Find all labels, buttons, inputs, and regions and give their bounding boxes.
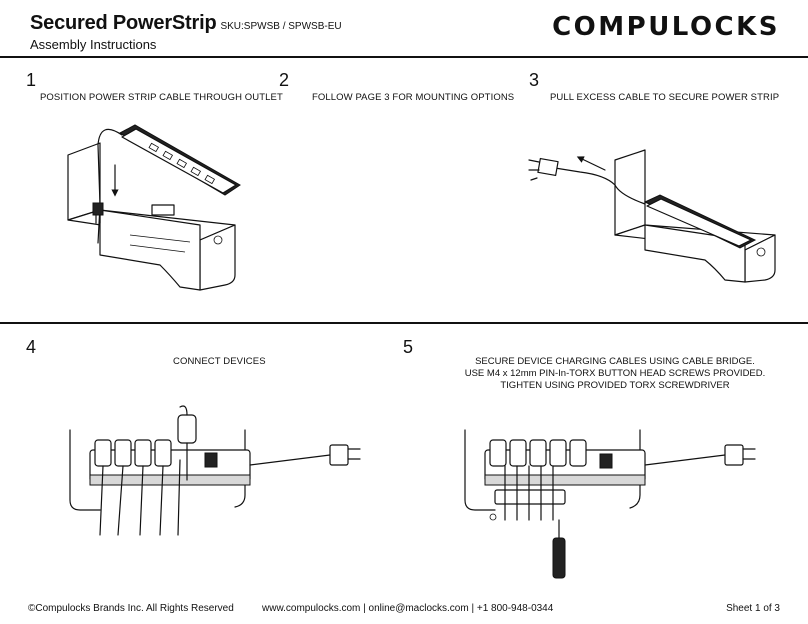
step-1-number: 1 bbox=[26, 70, 37, 90]
step-2-number: 2 bbox=[279, 70, 290, 90]
step-4-illustration bbox=[69, 405, 361, 536]
footer-copyright: ©Compulocks Brands Inc. All Rights Reser… bbox=[28, 603, 234, 614]
page-subtitle: Assembly Instructions bbox=[30, 37, 157, 52]
step-5-caption-line-1: SECURE DEVICE CHARGING CABLES USING CABL… bbox=[475, 356, 755, 367]
step-4-caption: CONNECT DEVICES bbox=[173, 356, 266, 367]
sku-label: SKU:SPWSB / SPWSB-EU bbox=[220, 21, 342, 32]
step-3-caption: PULL EXCESS CABLE TO SECURE POWER STRIP bbox=[550, 92, 780, 103]
step-1-illustration bbox=[67, 124, 241, 291]
step-4-number: 4 bbox=[26, 337, 37, 357]
step-3-illustration bbox=[528, 149, 776, 283]
section-divider bbox=[0, 322, 808, 324]
step-5-caption: SECURE DEVICE CHARGING CABLES USING CABL… bbox=[450, 356, 780, 392]
footer-contact: www.compulocks.com | online@maclocks.com… bbox=[262, 603, 554, 614]
step-5-number: 5 bbox=[403, 337, 414, 357]
product-title: Secured PowerStrip bbox=[30, 12, 217, 34]
step-3-number: 3 bbox=[529, 70, 540, 90]
step-2-caption: FOLLOW PAGE 3 FOR MOUNTING OPTIONS bbox=[312, 92, 515, 103]
header-divider bbox=[0, 56, 808, 58]
footer-sheet: Sheet 1 of 3 bbox=[726, 603, 780, 614]
brand-logo: COMPULOCKS bbox=[552, 12, 780, 42]
step-5-illustration bbox=[464, 429, 756, 579]
step-1-caption: POSITION POWER STRIP CABLE THROUGH OUTLE… bbox=[40, 92, 283, 103]
step-5-caption-line-3: TIGHTEN USING PROVIDED TORX SCREWDRIVER bbox=[500, 379, 730, 391]
step-5-caption-line-2: USE M4 x 12mm PIN-In-TORX BUTTON HEAD SC… bbox=[464, 367, 766, 379]
